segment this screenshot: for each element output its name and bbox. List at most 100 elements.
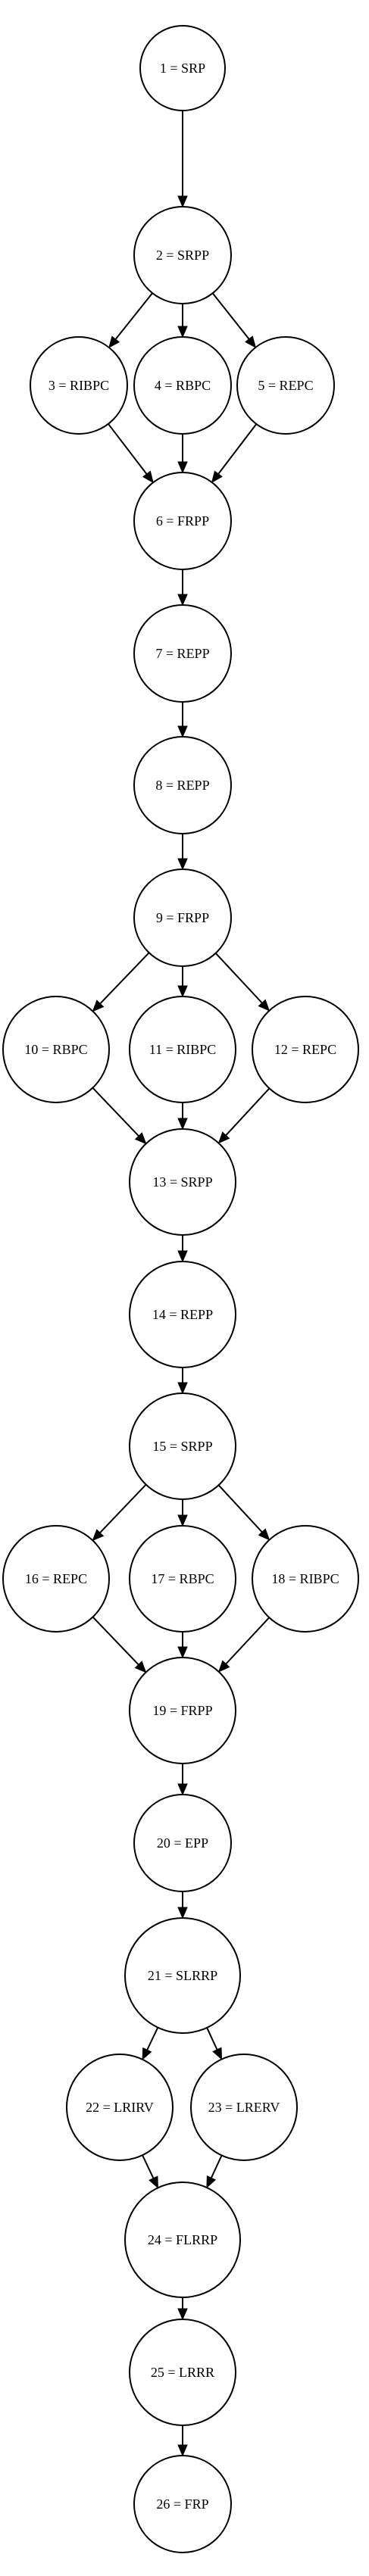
node-label-9: 9 = FRPP bbox=[156, 910, 209, 925]
node-8: 8 = REPP bbox=[133, 736, 232, 834]
node-13: 13 = SRPP bbox=[129, 1128, 236, 1236]
node-circle-18 bbox=[252, 1525, 359, 1633]
node-24: 24 = FLRRP bbox=[124, 2181, 241, 2298]
node-10: 10 = RBPC bbox=[2, 996, 110, 1103]
edge-3-to-6 bbox=[108, 423, 148, 475]
node-20: 20 = EPP bbox=[133, 1794, 232, 1892]
arrowhead-7-to-8 bbox=[177, 725, 188, 738]
node-circle-23 bbox=[190, 2054, 298, 2161]
node-circle-7 bbox=[133, 604, 232, 703]
node-label-26: 26 = FRP bbox=[156, 2496, 208, 2512]
edge-18-to-19 bbox=[225, 1617, 270, 1665]
node-label-25: 25 = LRRR bbox=[151, 2365, 214, 2380]
node-15: 15 = SRPP bbox=[129, 1392, 236, 1500]
node-18: 18 = RIBPC bbox=[252, 1525, 359, 1633]
edge-10-to-13 bbox=[92, 1087, 139, 1137]
node-circle-3 bbox=[30, 336, 128, 435]
node-label-8: 8 = REPP bbox=[155, 778, 209, 793]
node-12: 12 = REPC bbox=[252, 996, 359, 1103]
node-21: 21 = SLRRP bbox=[124, 1917, 241, 2034]
arrowhead-13-to-14 bbox=[177, 1250, 188, 1263]
node-17: 17 = RBPC bbox=[129, 1525, 236, 1633]
node-label-7: 7 = REPP bbox=[155, 646, 209, 661]
arrowhead-9-to-10 bbox=[92, 1000, 105, 1012]
edge-2-to-3 bbox=[114, 292, 153, 340]
arrowhead-18-to-19 bbox=[217, 1660, 230, 1673]
arrowhead-15-to-16 bbox=[92, 1529, 105, 1542]
arrowhead-21-to-23 bbox=[212, 2047, 223, 2060]
node-circle-13 bbox=[129, 1128, 236, 1236]
arrowhead-9-to-11 bbox=[177, 985, 188, 998]
node-circle-5 bbox=[236, 336, 335, 435]
arrowhead-9-to-12 bbox=[258, 999, 270, 1012]
node-circle-12 bbox=[252, 996, 359, 1103]
edge-15-to-18 bbox=[217, 1484, 263, 1533]
arrowhead-5-to-6 bbox=[211, 470, 223, 484]
node-label-22: 22 = LRIRV bbox=[86, 2100, 154, 2115]
node-circle-6 bbox=[133, 472, 232, 570]
arrowhead-2-to-3 bbox=[108, 335, 120, 348]
node-label-15: 15 = SRPP bbox=[152, 1439, 212, 1454]
arrowhead-14-to-15 bbox=[177, 1382, 188, 1395]
arrowhead-19-to-20 bbox=[177, 1783, 188, 1796]
arrowhead-1-to-2 bbox=[177, 195, 188, 208]
arrowhead-16-to-19 bbox=[134, 1661, 147, 1673]
node-circle-22 bbox=[66, 2054, 174, 2161]
node-circle-9 bbox=[133, 869, 232, 967]
node-circle-15 bbox=[129, 1392, 236, 1500]
edge-21-to-22 bbox=[146, 2027, 159, 2051]
node-circle-20 bbox=[133, 1794, 232, 1892]
node-19: 19 = FRPP bbox=[129, 1657, 236, 1764]
node-6: 6 = FRPP bbox=[133, 472, 232, 570]
arrowhead-25-to-26 bbox=[177, 2444, 188, 2457]
node-22: 22 = LRIRV bbox=[66, 2054, 174, 2161]
node-label-24: 24 = FLRRP bbox=[148, 2232, 217, 2247]
node-circle-26 bbox=[133, 2455, 232, 2553]
arrowhead-2-to-5 bbox=[244, 335, 257, 348]
edge-2-to-5 bbox=[211, 292, 250, 340]
node-2: 2 = SRPP bbox=[133, 206, 232, 304]
node-circle-2 bbox=[133, 206, 232, 304]
edge-12-to-13 bbox=[225, 1087, 270, 1137]
arrowhead-2-to-4 bbox=[177, 326, 188, 338]
node-label-18: 18 = RIBPC bbox=[271, 1571, 339, 1586]
node-16: 16 = REPC bbox=[2, 1525, 110, 1633]
node-label-1: 1 = SRP bbox=[160, 61, 205, 76]
node-26: 26 = FRP bbox=[133, 2455, 232, 2553]
node-4: 4 = RBPC bbox=[133, 336, 232, 435]
node-circle-8 bbox=[133, 736, 232, 834]
arrowhead-23-to-24 bbox=[206, 2175, 217, 2189]
arrowhead-24-to-25 bbox=[177, 2308, 188, 2321]
node-9: 9 = FRPP bbox=[133, 869, 232, 967]
edge-23-to-24 bbox=[210, 2155, 223, 2178]
arrowhead-6-to-7 bbox=[177, 594, 188, 607]
edge-15-to-16 bbox=[99, 1483, 147, 1533]
arrowhead-12-to-13 bbox=[217, 1131, 230, 1144]
node-label-17: 17 = RBPC bbox=[151, 1571, 214, 1586]
node-label-13: 13 = SRPP bbox=[152, 1174, 212, 1190]
node-circle-21 bbox=[124, 1917, 241, 2034]
node-circle-10 bbox=[2, 996, 110, 1103]
node-label-21: 21 = SLRRP bbox=[148, 1968, 217, 1983]
arrowhead-15-to-18 bbox=[258, 1528, 270, 1541]
node-circle-17 bbox=[129, 1525, 236, 1633]
arrowhead-11-to-13 bbox=[177, 1118, 188, 1131]
node-label-3: 3 = RIBPC bbox=[48, 378, 109, 393]
node-label-12: 12 = REPC bbox=[274, 1042, 336, 1057]
edge-22-to-24 bbox=[142, 2154, 155, 2179]
node-14: 14 = REPP bbox=[129, 1261, 236, 1368]
arrowhead-3-to-6 bbox=[142, 470, 154, 484]
node-circle-14 bbox=[129, 1261, 236, 1368]
node-label-20: 20 = EPP bbox=[157, 1835, 208, 1851]
arrowhead-8-to-9 bbox=[177, 858, 188, 871]
node-label-10: 10 = RBPC bbox=[24, 1042, 87, 1057]
node-23: 23 = LRERV bbox=[190, 2054, 298, 2161]
node-11: 11 = RIBPC bbox=[129, 996, 236, 1103]
node-7: 7 = REPP bbox=[133, 604, 232, 703]
edge-9-to-10 bbox=[99, 952, 150, 1005]
node-3: 3 = RIBPC bbox=[30, 336, 128, 435]
node-label-16: 16 = REPC bbox=[25, 1571, 87, 1586]
node-label-23: 23 = LRERV bbox=[208, 2100, 280, 2115]
